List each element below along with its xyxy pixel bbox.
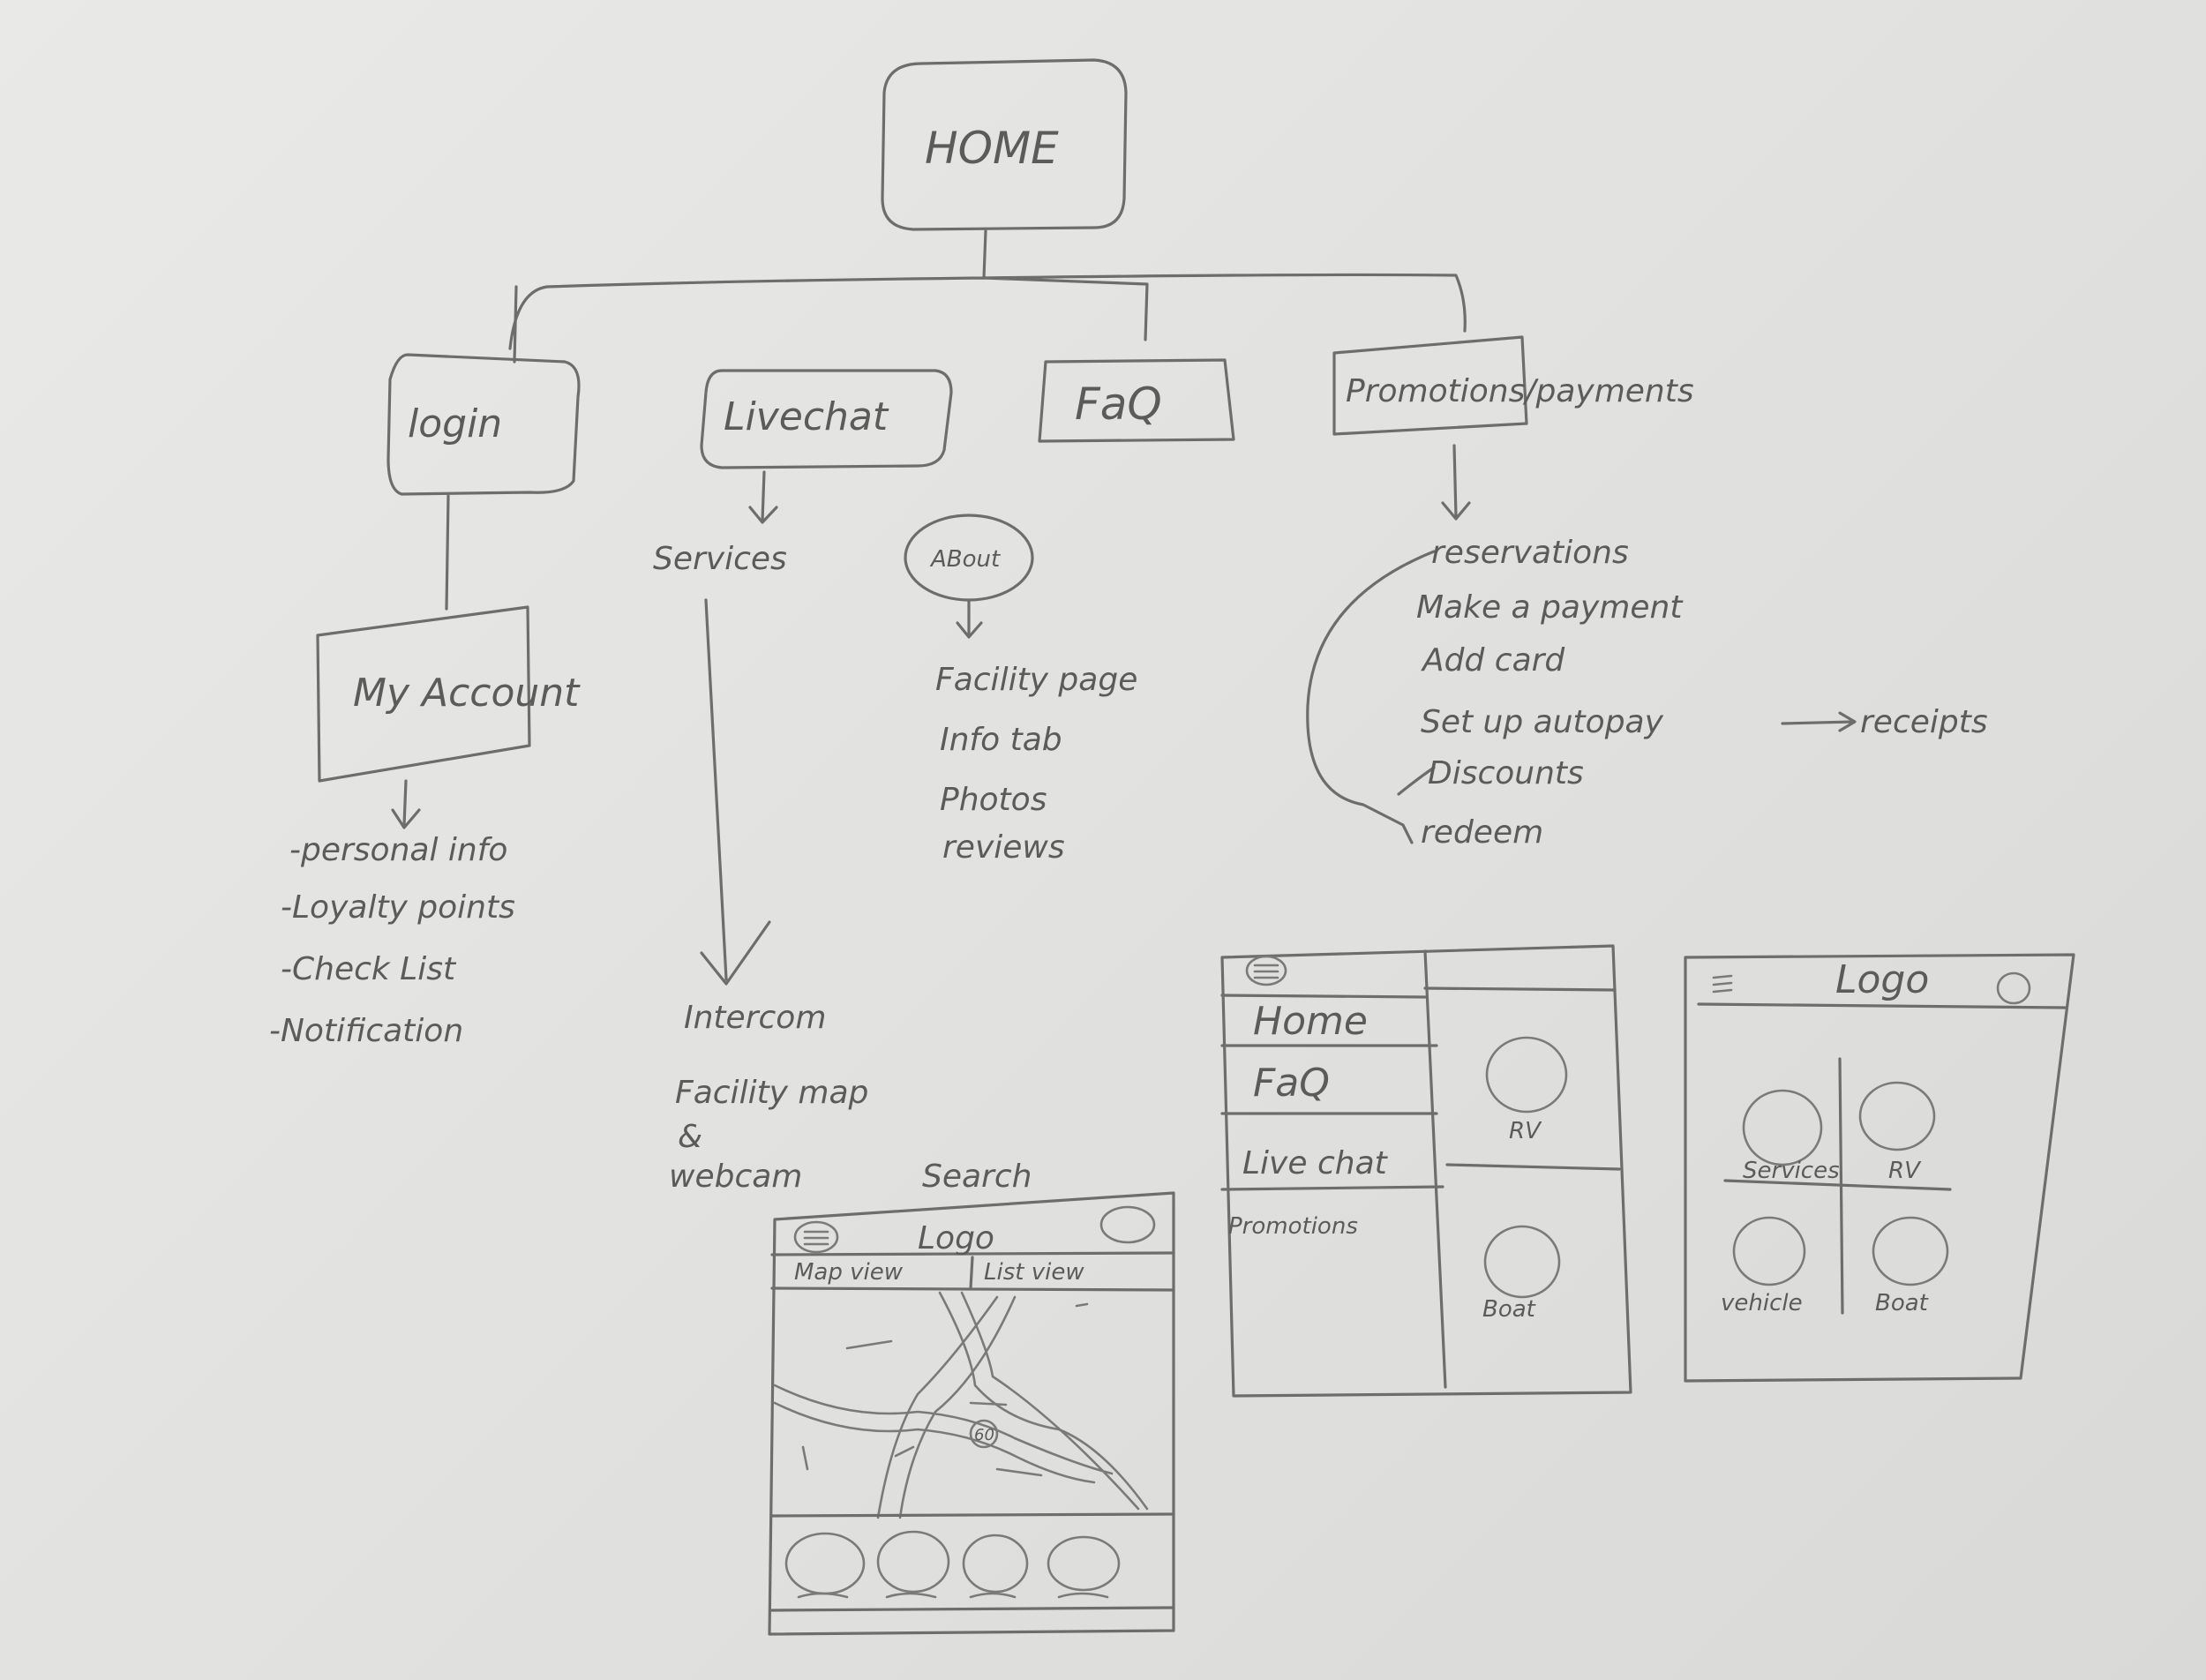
home-box-label: HOME — [925, 123, 1059, 174]
about-item: Facility page — [935, 662, 1137, 698]
tile-boat-label: Boat — [1482, 1296, 1536, 1323]
faq-box — [1038, 358, 1235, 443]
tile-rv-label: RV — [1509, 1118, 1542, 1144]
tile-services-icon[interactable] — [1742, 1089, 1823, 1166]
home-header-logo: Logo — [1835, 957, 1929, 1002]
livechat-box — [700, 369, 953, 469]
services-items: Intercom Facility map & webcam — [669, 1000, 868, 1195]
home-header-line — [1697, 1002, 2067, 1009]
tab-map-view[interactable]: Map view — [794, 1259, 904, 1286]
about-items: Facility page Info tab Photos reviews — [935, 662, 1137, 866]
carousel-thumb[interactable] — [1047, 1535, 1121, 1592]
map-pin-marker[interactable] — [969, 1419, 999, 1449]
livechat-label: Livechat — [724, 394, 889, 439]
services-item: Intercom — [684, 1000, 826, 1036]
carousel-thumb[interactable] — [962, 1534, 1029, 1594]
services-item: Facility map — [675, 1075, 868, 1111]
account-arrow — [391, 779, 421, 829]
tile-boat-icon[interactable] — [1483, 1225, 1561, 1299]
drawer-menu-icon[interactable] — [1245, 955, 1287, 986]
home-grid-lines — [1723, 1057, 1952, 1315]
home-box — [881, 58, 1128, 231]
payment-item: redeem — [1421, 814, 1543, 851]
account-item: -Check List — [281, 951, 457, 987]
promotions-box — [1332, 335, 1528, 436]
tile-services-label: Services — [1743, 1158, 1840, 1184]
tree-connectors — [508, 229, 1467, 364]
menu-item-faq[interactable]: FaQ — [1253, 1061, 1330, 1106]
home-wireframe: Logo Services RV vehicle Boat — [1684, 953, 2075, 1383]
tile-rv-home-icon[interactable] — [1858, 1081, 1936, 1151]
map-pin-label: 60 — [974, 1426, 994, 1444]
livechat-arrow — [748, 470, 778, 524]
menu-item-promotions[interactable]: Promotions — [1228, 1213, 1358, 1240]
search-tabs-divider — [770, 1256, 1175, 1292]
services-item: & — [678, 1119, 702, 1155]
tile-vehicle-icon[interactable] — [1732, 1216, 1806, 1286]
payment-item: reservations — [1431, 535, 1629, 571]
carousel-dividers — [770, 1512, 1175, 1612]
account-item: -Notification — [269, 1013, 463, 1049]
payment-item: Make a payment — [1416, 589, 1684, 626]
login-label: login — [408, 401, 502, 446]
about-item: reviews — [942, 829, 1065, 866]
payment-item: Add card — [1421, 642, 1565, 679]
payment-item: receipts — [1860, 704, 1988, 740]
my-account-box — [316, 605, 531, 783]
about-arrow — [956, 598, 983, 639]
tile-boat-home-label: Boat — [1875, 1290, 1929, 1316]
login-box — [386, 353, 581, 496]
carousel-items — [784, 1530, 1121, 1599]
hamburger-icon[interactable] — [1712, 974, 1733, 994]
profile-icon[interactable] — [1099, 1205, 1156, 1244]
sitemap-tree: HOME login Livechat FaQ Promotions/payme… — [269, 58, 1988, 1195]
home-profile-icon[interactable] — [1996, 971, 2031, 1005]
payment-items: reservations Make a payment Add card Set… — [1416, 535, 1988, 851]
tile-rv-home-label: RV — [1888, 1158, 1922, 1184]
receipts-arrow — [1781, 711, 1857, 732]
about-item: Photos — [940, 782, 1047, 818]
account-item: -Loyalty points — [281, 889, 515, 926]
tile-rv-icon[interactable] — [1485, 1036, 1568, 1114]
search-caption: Search — [922, 1159, 1032, 1195]
search-header-divider — [770, 1251, 1175, 1256]
about-item: Info tab — [940, 722, 1062, 758]
carousel-thumb[interactable] — [876, 1530, 950, 1594]
login-to-account-line — [445, 494, 450, 611]
search-phone-frame — [768, 1191, 1175, 1636]
services-label: Services — [653, 541, 787, 577]
tab-list-view[interactable]: List view — [984, 1259, 1084, 1286]
payment-item: Discounts — [1428, 755, 1584, 791]
services-long-arrow — [700, 598, 771, 986]
account-item: -personal info — [289, 832, 507, 868]
about-label: ABout — [929, 546, 1001, 573]
search-wireframe: Search Logo Map view List view 60 — [768, 1159, 1175, 1636]
my-account-label: My Account — [353, 671, 581, 716]
menu-drawer-edge — [1423, 949, 1447, 1389]
map-area[interactable] — [773, 1291, 1149, 1519]
menu-icon[interactable] — [793, 1220, 839, 1254]
home-phone-frame — [1684, 953, 2075, 1383]
account-items: -personal info -Loyalty points -Check Li… — [269, 832, 515, 1049]
menu-wireframe: Home FaQ Live chat Promotions RV Boat — [1220, 944, 1632, 1398]
tile-vehicle-label: vehicle — [1721, 1290, 1803, 1316]
promotions-label: Promotions/payments — [1346, 373, 1694, 409]
menu-item-home[interactable]: Home — [1253, 999, 1368, 1044]
carousel-thumb[interactable] — [784, 1532, 866, 1595]
tile-boat-home-icon[interactable] — [1872, 1216, 1949, 1286]
payments-bracket — [1306, 550, 1436, 844]
menu-item-dividers — [1220, 994, 1444, 1191]
menu-tile-divider — [1445, 1163, 1621, 1171]
search-header-logo: Logo — [918, 1220, 994, 1256]
menu-item-live-chat[interactable]: Live chat — [1242, 1145, 1389, 1181]
menu-header-line — [1423, 986, 1617, 992]
services-item: webcam — [669, 1159, 802, 1195]
menu-phone-frame — [1220, 944, 1632, 1398]
payment-item: Set up autopay — [1421, 704, 1664, 740]
faq-label: FaQ — [1075, 379, 1162, 430]
promotions-arrow — [1441, 444, 1471, 521]
